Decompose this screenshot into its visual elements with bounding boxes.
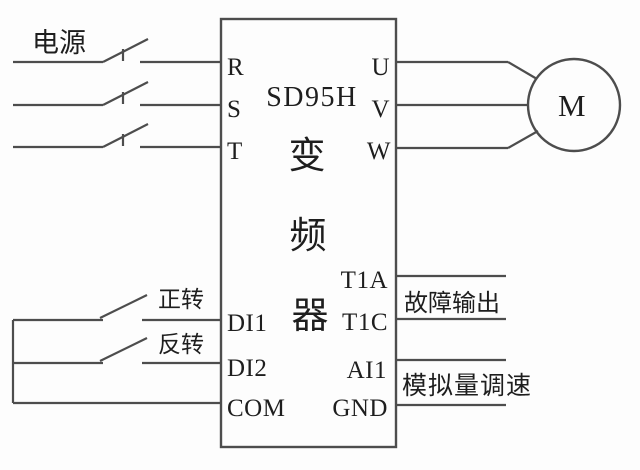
terminal-label-t1a: T1A: [341, 267, 388, 294]
switch-blade-reverse: [99, 337, 148, 362]
signal-wiring: [396, 274, 506, 407]
terminal-label-w: W: [367, 138, 391, 165]
motor-wires: [396, 60, 539, 150]
power-source-label: 电源: [32, 28, 86, 58]
power-switch-t: [13, 123, 221, 149]
inverter-box: [219, 17, 398, 449]
motor-circle: [526, 57, 622, 153]
motor-label: M: [558, 88, 586, 123]
wire-u-diagonal: [507, 61, 538, 80]
terminal-label-di2: DI2: [227, 355, 267, 382]
power-switch-r: [13, 38, 221, 64]
terminal-label-gnd: GND: [332, 395, 388, 422]
terminal-label-t: T: [227, 138, 243, 165]
wire-w-diagonal: [507, 130, 539, 149]
switch-blade-s: [102, 81, 149, 106]
terminal-label-r: R: [227, 54, 244, 81]
control-wiring: [11, 294, 221, 405]
inverter-name-char-2: 频: [290, 215, 327, 257]
terminal-label-di1: DI1: [227, 310, 267, 337]
inverter-name-char-3: 器: [292, 296, 329, 337]
terminal-label-ai1: AI1: [347, 357, 387, 384]
power-switch-s: [13, 81, 221, 107]
switch-blade-forward: [99, 294, 148, 319]
switch-blade-t: [102, 123, 149, 148]
terminal-label-v: V: [371, 96, 390, 123]
analog-speed-label: 模拟量调速: [402, 372, 532, 400]
switch-blade-r: [102, 38, 149, 63]
reverse-switch-label: 反转: [158, 332, 204, 357]
terminal-label-com: COM: [227, 395, 285, 422]
forward-switch-label: 正转: [158, 287, 204, 312]
inverter-model-label: SD95H: [266, 82, 358, 113]
terminal-label-t1c: T1C: [342, 309, 388, 336]
fault-output-label: 故障输出: [404, 290, 500, 317]
terminal-label-s: S: [227, 96, 241, 123]
terminal-label-u: U: [371, 54, 390, 81]
inverter-name-char-1: 变: [289, 135, 326, 177]
